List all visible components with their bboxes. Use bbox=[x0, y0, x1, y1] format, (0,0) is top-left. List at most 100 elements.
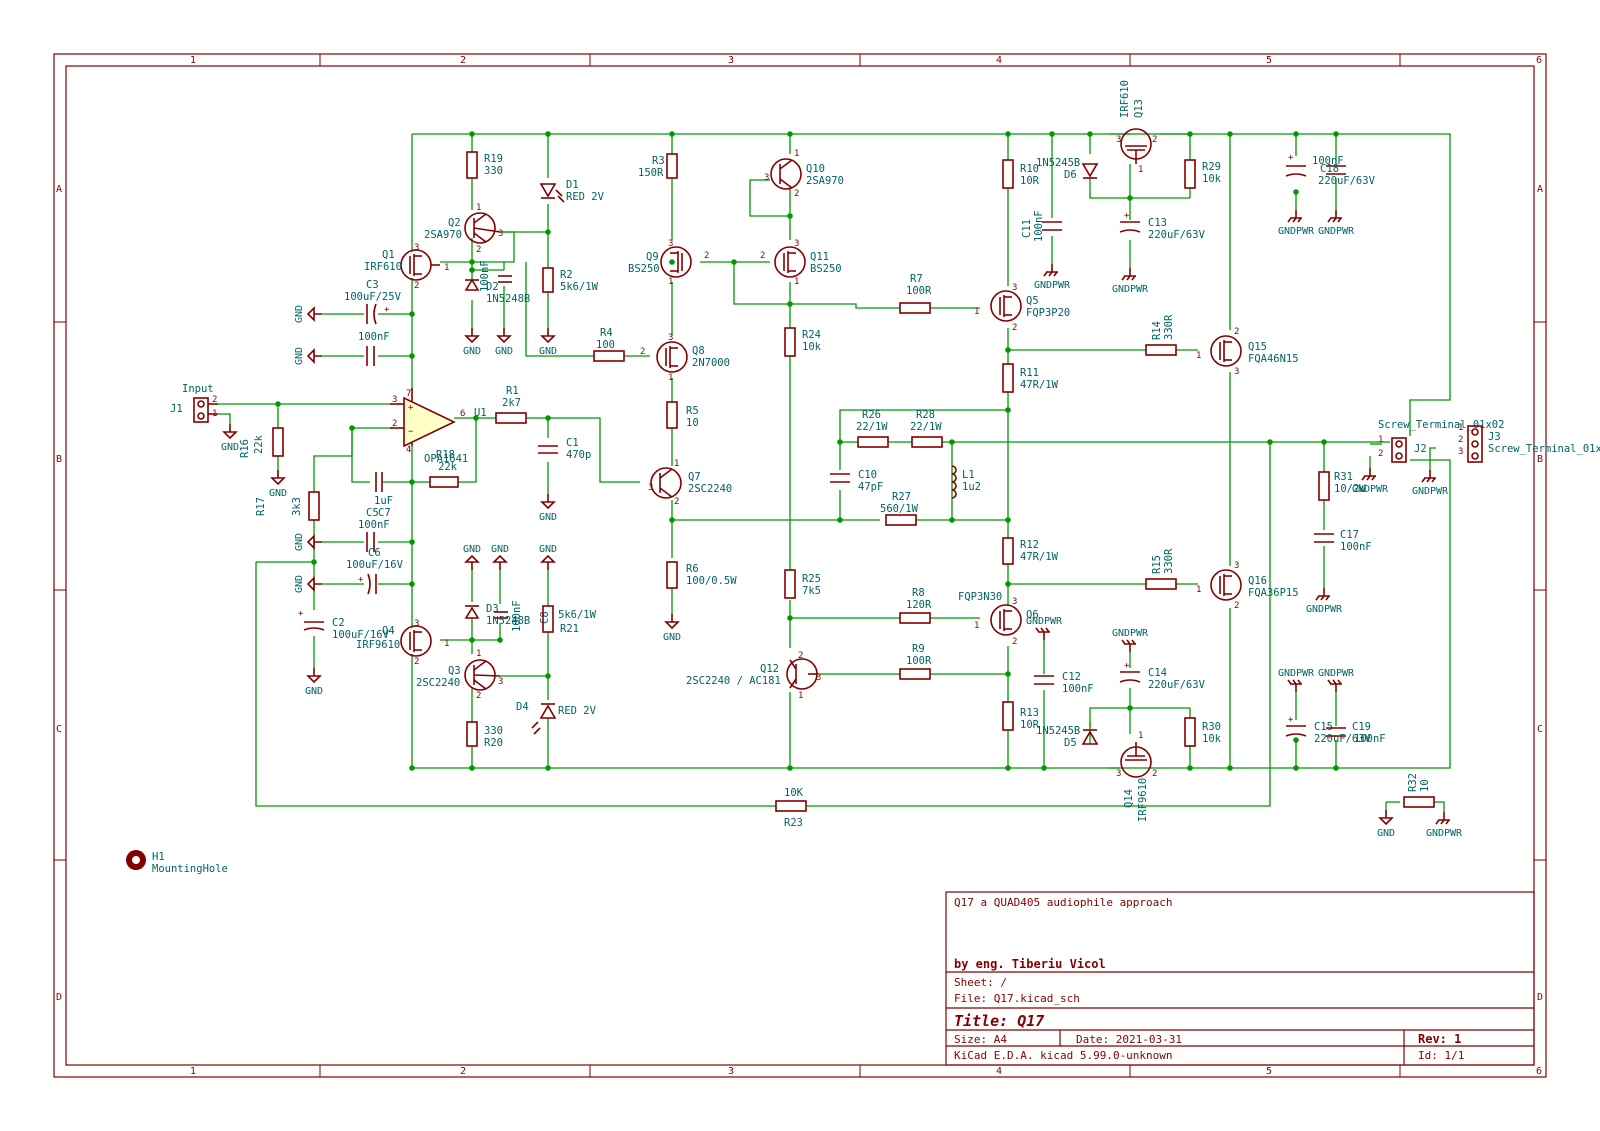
resistor-r7[interactable]: R7 100R bbox=[899, 273, 932, 314]
svg-text:2: 2 bbox=[640, 347, 645, 357]
mosfet-q16[interactable]: 132 Q16 FQA36P15 bbox=[1196, 561, 1299, 611]
capacitor-c18[interactable]: C18 100nF bbox=[1312, 155, 1346, 175]
resistor-r6[interactable]: R6 100/0.5W bbox=[666, 561, 737, 589]
ground-symbol: GND bbox=[294, 533, 322, 551]
capacitor-c1[interactable]: C1 470p bbox=[538, 437, 591, 461]
resistor-r30[interactable]: R30 10k bbox=[1184, 717, 1222, 747]
capacitor-c4[interactable]: + 100uF/16V bbox=[346, 559, 404, 595]
svg-text:3: 3 bbox=[668, 333, 673, 343]
connector-j3[interactable]: 123 J3 Screw_Terminal_01x03 bbox=[1458, 423, 1600, 463]
zener-d5[interactable]: 1N5245B D5 bbox=[1036, 725, 1099, 749]
mosfet-q4[interactable]: 132 Q4 IRF9610 bbox=[356, 619, 449, 667]
capacitor-c13[interactable]: + C13 220uF/63V bbox=[1119, 211, 1206, 241]
svg-text:2: 2 bbox=[798, 651, 803, 661]
resistor-r32[interactable]: R32 10 bbox=[1403, 773, 1435, 808]
svg-text:1: 1 bbox=[1138, 165, 1143, 175]
gndpwr-symbol: GNDPWR bbox=[1026, 616, 1063, 640]
mosfet-q5[interactable]: 132 Q5 FQP3P20 bbox=[974, 283, 1070, 333]
capacitor-c10[interactable]: C10 47pF bbox=[830, 469, 883, 493]
led-d1[interactable]: D1 RED 2V bbox=[539, 179, 605, 203]
svg-text:1: 1 bbox=[1138, 731, 1143, 741]
resistor-r8[interactable]: R8 120R bbox=[899, 587, 932, 624]
resistor-r20[interactable]: 330 R20 bbox=[466, 721, 503, 749]
resistor-r3[interactable]: R3 150R bbox=[638, 153, 678, 179]
q14-ref: Q14 bbox=[1123, 789, 1135, 808]
resistor-r10[interactable]: R10 10R bbox=[1002, 159, 1040, 189]
zener-d2[interactable]: 100nF D2 1N5248B bbox=[464, 260, 530, 305]
mosfet-q1[interactable]: 132 Q1 IRF610 bbox=[364, 243, 449, 291]
resistor-r19[interactable]: R19 330 bbox=[466, 151, 503, 179]
capacitor-c6[interactable]: 100nF C6 bbox=[358, 519, 390, 559]
svg-text:2: 2 bbox=[476, 691, 481, 701]
resistor-r4[interactable]: R4 100 bbox=[593, 327, 625, 362]
resistor-r2[interactable]: R2 5k6/1W bbox=[542, 267, 599, 293]
resistor-r13[interactable]: R13 10R bbox=[1002, 701, 1040, 731]
capacitor-c5[interactable]: 100nF C5 bbox=[358, 331, 390, 519]
svg-text:2: 2 bbox=[760, 251, 765, 261]
mosfet-q6[interactable]: 132 FQP3N30 Q6 bbox=[958, 591, 1039, 647]
resistor-r11[interactable]: R11 47R/1W bbox=[1002, 363, 1059, 393]
resistor-r29[interactable]: R29 10k bbox=[1184, 159, 1222, 189]
capacitor-c11[interactable]: C11 100nF bbox=[1021, 210, 1062, 242]
resistor-r28[interactable]: R28 22/1W bbox=[910, 409, 943, 448]
resistor-r21[interactable]: 5k6/1W R21 bbox=[542, 605, 597, 635]
resistor-r25[interactable]: R25 7k5 bbox=[784, 569, 821, 599]
resistor-r1[interactable]: R1 2k7 bbox=[495, 385, 527, 424]
r8-ref: R8 bbox=[912, 587, 925, 599]
led-d4[interactable]: D4 RED 2V bbox=[516, 701, 597, 735]
resistor-r24[interactable]: R24 10k bbox=[784, 327, 822, 357]
connector-j2[interactable]: 12 Screw_Terminal_01x02 J2 bbox=[1378, 419, 1504, 463]
c12-value: 100nF bbox=[1062, 683, 1094, 695]
svg-text:3: 3 bbox=[1458, 447, 1463, 457]
mosfet-q9[interactable]: 231 Q9 BS250 bbox=[628, 239, 709, 287]
r32-ref: R32 bbox=[1407, 773, 1419, 792]
q13-value: IRF610 bbox=[1119, 80, 1131, 118]
resistor-r27[interactable]: R27 560/1W bbox=[880, 491, 919, 526]
mosfet-q11[interactable]: 231 Q11 BS250 bbox=[760, 239, 842, 287]
capacitor-c7[interactable]: 1uF C7 bbox=[374, 472, 393, 519]
j1-value: Input bbox=[182, 383, 214, 395]
wire-junction bbox=[787, 615, 793, 621]
q1-ref: Q1 bbox=[382, 249, 395, 261]
resistor-r18[interactable]: R18 22k bbox=[429, 449, 459, 488]
wire-junction bbox=[545, 415, 551, 421]
capacitor-c3[interactable]: + C3 100uF/25V bbox=[344, 279, 402, 325]
ground-symbol: GND bbox=[539, 494, 557, 523]
zener-d6[interactable]: 1N5245B D6 bbox=[1036, 157, 1099, 181]
d1-ref: D1 bbox=[566, 179, 579, 191]
resistor-r12[interactable]: R12 47R/1W bbox=[1002, 537, 1059, 565]
resistor-r31[interactable]: R31 10/2W bbox=[1318, 471, 1366, 501]
bjt-q12[interactable]: 213 Q12 2SC2240 / AC181 bbox=[686, 651, 821, 701]
resistor-r26[interactable]: R26 22/1W bbox=[856, 409, 889, 448]
capacitor-c14[interactable]: + C14 220uF/63V bbox=[1119, 661, 1206, 691]
resistor-r17[interactable]: R17 3k3 bbox=[255, 491, 320, 521]
resistor-r5[interactable]: R5 10 bbox=[666, 401, 699, 429]
mounting-hole-h1[interactable]: H1 MountingHole bbox=[126, 850, 228, 875]
bjt-q7[interactable]: 312 Q7 2SC2240 bbox=[648, 459, 732, 507]
capacitor-c2[interactable]: + C2 100uF/16V bbox=[298, 609, 390, 641]
bjt-q2[interactable]: 123 Q2 2SA970 bbox=[424, 203, 503, 255]
inductor-l1[interactable]: L1 1u2 bbox=[951, 465, 981, 499]
opamp-u1[interactable]: 32 74 6 +− U1 OPA1641 bbox=[390, 388, 487, 465]
svg-text:1: 1 bbox=[974, 307, 979, 317]
resistor-r16[interactable]: R16 22k bbox=[239, 427, 284, 458]
mosfet-q8[interactable]: 231 Q8 2N7000 bbox=[640, 333, 730, 383]
svg-text:+: + bbox=[1124, 211, 1130, 221]
capacitor-c16[interactable]: + 220uF/63V bbox=[1285, 153, 1376, 187]
resistor-r23[interactable]: 10K R23 bbox=[775, 787, 807, 829]
resistor-r14[interactable]: R14 330R bbox=[1145, 314, 1177, 356]
bjt-q10[interactable]: 123 Q10 2SA970 bbox=[764, 149, 844, 199]
capacitor-c17[interactable]: C17 100nF bbox=[1314, 529, 1372, 553]
capacitor-c12[interactable]: C12 100nF bbox=[1034, 671, 1094, 695]
zener-d3[interactable]: D3 1N5248B C8 100nF bbox=[464, 600, 551, 632]
resistor-r15[interactable]: R15 330R bbox=[1145, 548, 1177, 590]
bjt-q3[interactable]: 123 Q3 2SC2240 bbox=[416, 649, 503, 701]
r1-ref: R1 bbox=[506, 385, 519, 397]
resistor-r9[interactable]: R9 100R bbox=[899, 643, 932, 680]
capacitor-c19[interactable]: C19 100nF bbox=[1326, 721, 1386, 745]
connector-j1[interactable]: 21 Input J1 bbox=[170, 383, 218, 423]
mosfet-q15[interactable]: 123 Q15 FQA46N15 bbox=[1196, 327, 1299, 377]
u1-ref: U1 bbox=[474, 407, 487, 419]
